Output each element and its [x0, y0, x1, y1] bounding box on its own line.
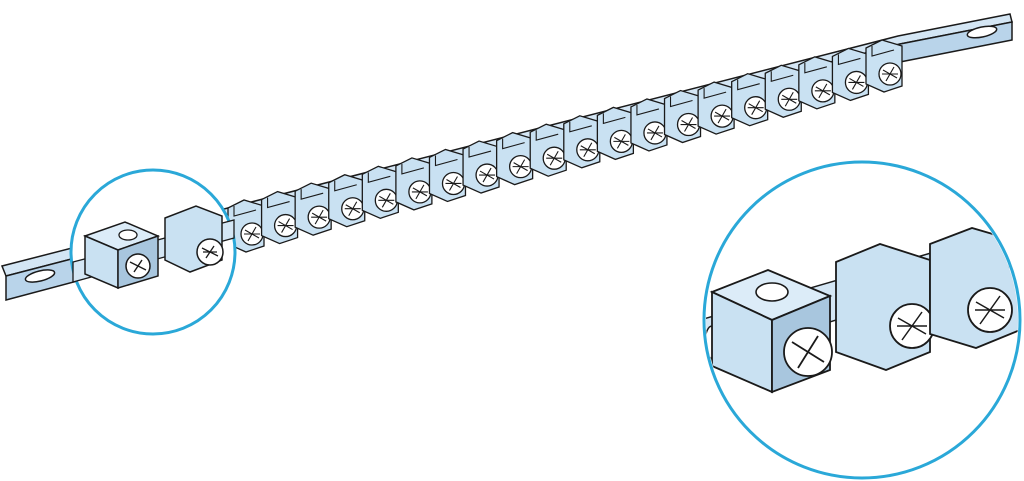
terminal-block: [328, 174, 366, 228]
terminal-block: [260, 190, 299, 245]
clamp-icon-left-mounted: [164, 205, 224, 273]
terminal-block: [865, 39, 903, 93]
terminal-block: [462, 140, 500, 194]
terminal-block: [663, 89, 702, 144]
right-detail-callout: [702, 160, 1022, 480]
terminal-block: [697, 81, 735, 135]
terminal-block: [798, 56, 836, 110]
left-detail-callout: [69, 168, 237, 336]
screw-head-icon-left-loose: [125, 253, 151, 279]
terminal-block: [294, 182, 332, 236]
clamp-icon-left: [82, 221, 161, 290]
terminal-block: [428, 148, 467, 203]
terminal-block: [731, 72, 769, 127]
slot-icon-right: [966, 25, 998, 39]
screw-head-icon-right-loose: [783, 327, 833, 377]
terminal-block: [529, 123, 567, 177]
slot-icon-left: [24, 269, 56, 283]
terminal-block: [361, 165, 399, 220]
terminal-block: [227, 199, 265, 253]
terminal-row: [227, 39, 903, 253]
clamp-icon-right-mounted-2: [929, 227, 1018, 349]
terminal-block: [596, 106, 635, 161]
terminal-block: [831, 47, 870, 102]
terminal-block: [395, 157, 433, 211]
terminal-block: [563, 115, 601, 169]
terminal-block: [764, 64, 802, 118]
terminal-block: [495, 131, 534, 186]
clamp-icon-right-mounted-1: [835, 243, 935, 371]
terminal-block: [630, 98, 668, 152]
